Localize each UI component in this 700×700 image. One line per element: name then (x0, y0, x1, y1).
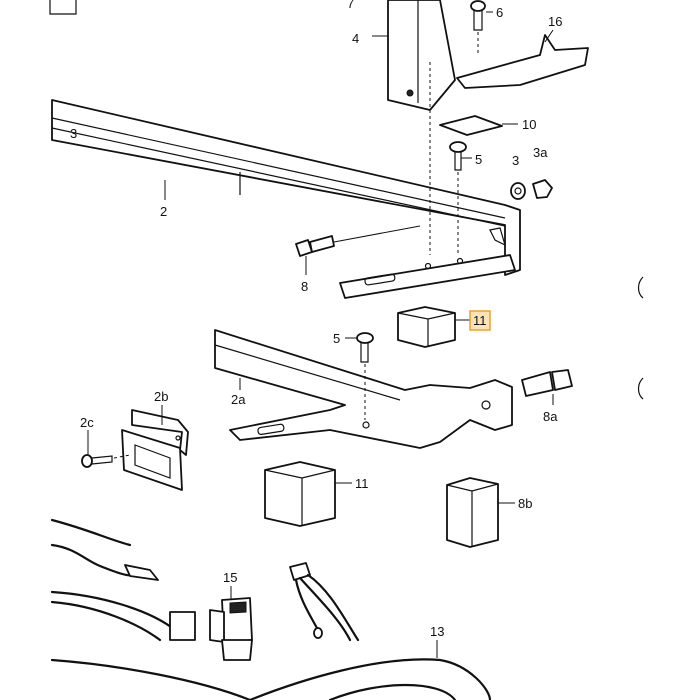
bolt-part-8 (295, 235, 335, 257)
bracket-part-16 (456, 34, 589, 89)
frame-corner (49, 0, 77, 15)
callout-label: 3 (512, 153, 519, 168)
washer-hole (514, 187, 522, 195)
callout-label: 8 (301, 279, 308, 294)
block-edge-lower (264, 469, 336, 526)
callout-label: 16 (548, 14, 562, 29)
screw-part-5-lower (356, 332, 374, 420)
switch-part-15 (209, 597, 253, 661)
rail-part-2a (214, 329, 513, 449)
callout-label: 10 (522, 117, 536, 132)
callout-label: 5 (475, 152, 482, 167)
leader-lines (87, 11, 554, 658)
right-edge-mark-2 (637, 377, 644, 400)
right-edge-mark (637, 276, 644, 299)
wiring-harness-left (50, 518, 252, 700)
callout-label: 2b (154, 389, 168, 404)
block-edge-8b (446, 483, 499, 547)
callout-label: 2c (80, 415, 94, 430)
washer-part-3 (510, 182, 526, 200)
callout-label: 15 (223, 570, 237, 585)
screw-hole-2 (456, 257, 464, 265)
screw-part-6 (470, 0, 486, 55)
callout-label: 5 (333, 331, 340, 346)
callout-label: 2a (231, 392, 246, 407)
slot-hole (364, 273, 396, 286)
callout-label: 8b (518, 496, 532, 511)
wiring-harness-13 (248, 562, 492, 700)
callout-label: 13 (430, 624, 444, 639)
callout-label: 3a (533, 145, 548, 160)
bracket-part-2b (121, 409, 189, 491)
pad-part-10 (439, 115, 503, 136)
bracket-part-4 (387, 0, 456, 255)
block-edge (397, 312, 456, 347)
screw-hole (424, 262, 432, 270)
callout-label: 7 (347, 0, 354, 11)
bolt-part-8a (521, 369, 573, 397)
block-part-11-lower (264, 461, 336, 527)
block-part-11-upper (397, 306, 456, 348)
callout-label: 4 (352, 31, 359, 46)
nut-part-3a (532, 179, 553, 199)
highlight-box (469, 310, 491, 331)
screw-part-5-upper (449, 141, 467, 255)
callout-label-highlighted: 11 (473, 313, 487, 328)
callout-label: 3 (70, 126, 77, 141)
callout-label: 6 (496, 5, 503, 20)
callout-label: 8a (543, 409, 558, 424)
callout-label: 11 (355, 476, 369, 491)
plate-under-rail (339, 254, 516, 299)
callout-labels: 3 2 4 7 6 16 10 5 3 3a 8 11 5 2a 2b 2c 8… (70, 0, 562, 639)
screw-part-2c (81, 454, 131, 468)
callout-label: 2 (160, 204, 167, 219)
